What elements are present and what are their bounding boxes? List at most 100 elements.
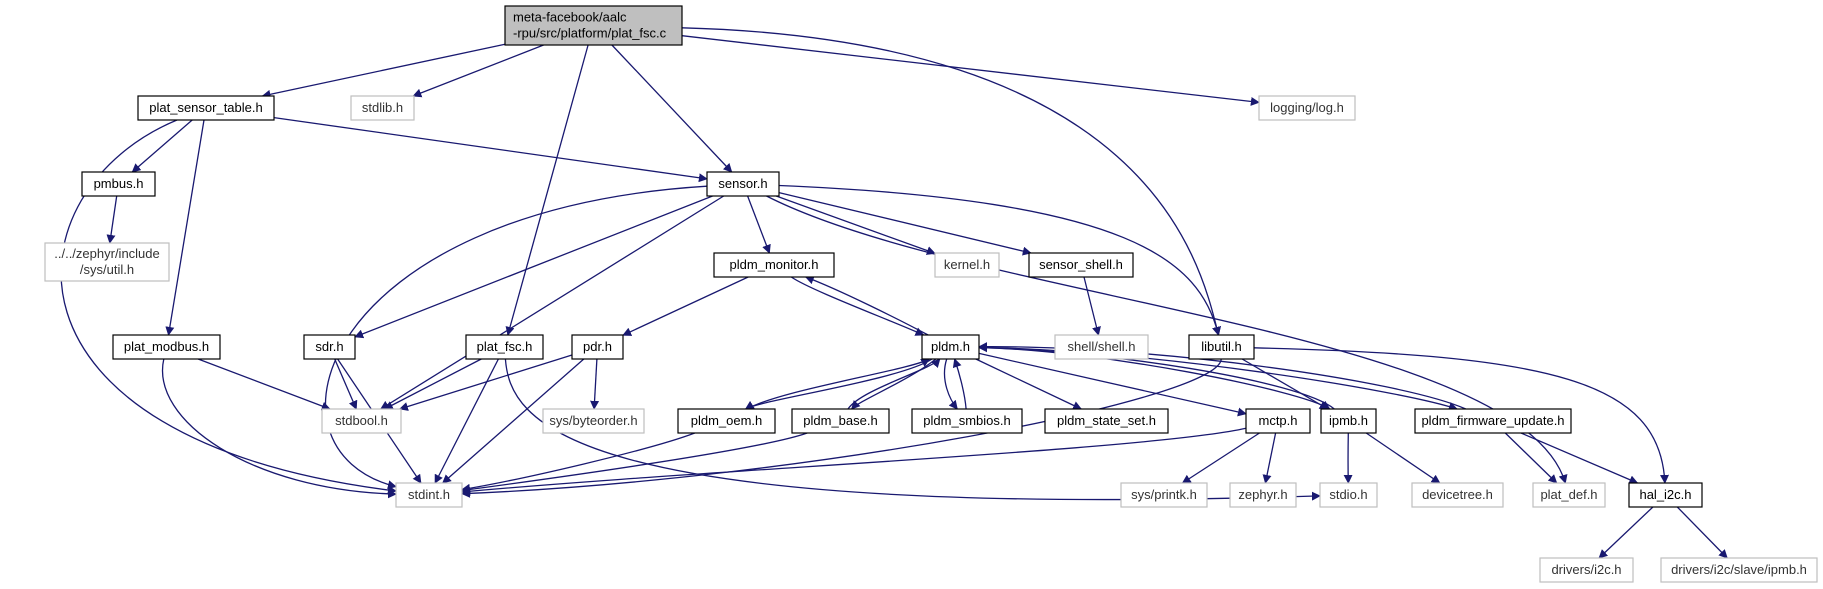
node-label: pldm_firmware_update.h [1421, 413, 1564, 428]
node-sensor[interactable]: sensor.h [706, 171, 780, 197]
edge-ipmb-to-devicetree [1365, 432, 1441, 484]
node-box [44, 242, 170, 282]
edge-pldm-to-pldm-firmware-update [978, 346, 1458, 411]
node-box [1258, 95, 1356, 121]
node-root[interactable]: meta-facebook/aalc-rpu/src/platform/plat… [504, 5, 683, 46]
node-zephyr-util: ../../zephyr/include/sys/util.h [44, 242, 170, 282]
edge-libutil-to-stdint [461, 358, 1222, 498]
edge-pldm-firmware-update-to-pldm [978, 342, 1467, 410]
node-label: meta-facebook/aalc [513, 10, 627, 25]
node-label: ipmb.h [1329, 413, 1368, 428]
node-pldm-monitor[interactable]: pldm_monitor.h [713, 252, 835, 278]
node-pldm-oem[interactable]: pldm_oem.h [677, 408, 776, 434]
node-label: stdbool.h [335, 413, 388, 428]
node-libutil[interactable]: libutil.h [1188, 334, 1255, 360]
edge-root-to-sensor [611, 44, 733, 173]
edge-pldm-monitor-to-pdr [622, 276, 749, 336]
edge-hal-i2c-to-drivers-i2c [1598, 506, 1654, 559]
node-stdlib: stdlib.h [350, 95, 415, 121]
node-plat-modbus[interactable]: plat_modbus.h [112, 334, 221, 360]
node-label: drivers/i2c/slave/ipmb.h [1671, 562, 1807, 577]
edge-pldm-firmware-update-to-plat-def [1504, 432, 1558, 484]
edge-pldm-base-to-pldm [847, 358, 941, 410]
edge-pldm-oem-to-pldm [746, 358, 931, 410]
node-plat-fsc[interactable]: plat_fsc.h [465, 334, 544, 360]
node-label: ../../zephyr/include [54, 246, 160, 261]
node-box [81, 171, 156, 197]
node-label: plat_def.h [1540, 487, 1597, 502]
edge-plat-sensor-table-to-pmbus [131, 119, 193, 173]
edge-plat-fsc-to-stdint [434, 358, 499, 484]
node-label: pldm.h [931, 339, 970, 354]
edge-libutil-to-ipmb [1241, 358, 1329, 410]
edge-sensor-to-libutil [778, 184, 1221, 336]
node-shell-shell: shell/shell.h [1054, 334, 1149, 360]
edge-pldm-to-pldm-smbios [943, 358, 958, 410]
edge-sensor-to-sdr [354, 195, 713, 339]
node-pldm-state-set[interactable]: pldm_state_set.h [1044, 408, 1169, 434]
node-label: pldm_state_set.h [1057, 413, 1156, 428]
edge-pldm-to-pldm-base [850, 358, 937, 410]
node-sdr[interactable]: sdr.h [303, 334, 356, 360]
edge-plat-fsc-to-stdio [504, 358, 1321, 501]
edge-root-to-plat-fsc [505, 44, 589, 336]
node-box [1044, 408, 1169, 434]
node-hal-i2c[interactable]: hal_i2c.h [1628, 482, 1703, 508]
node-box [112, 334, 221, 360]
node-label: sys/printk.h [1131, 487, 1197, 502]
node-label: plat_modbus.h [124, 339, 209, 354]
node-box [791, 408, 890, 434]
node-stdbool: stdbool.h [321, 408, 402, 434]
edge-pldm-to-ipmb [978, 346, 1331, 410]
node-label: pldm_monitor.h [730, 257, 819, 272]
node-mctp[interactable]: mctp.h [1245, 408, 1311, 434]
node-box [504, 5, 683, 46]
node-pldm-firmware-update[interactable]: pldm_firmware_update.h [1414, 408, 1572, 434]
node-label: mctp.h [1258, 413, 1297, 428]
node-pdr[interactable]: pdr.h [571, 334, 624, 360]
node-label: pldm_oem.h [691, 413, 763, 428]
node-plat-sensor-table[interactable]: plat_sensor_table.h [137, 95, 275, 121]
node-label: pldm_smbios.h [923, 413, 1010, 428]
node-pldm-base[interactable]: pldm_base.h [791, 408, 890, 434]
node-pmbus[interactable]: pmbus.h [81, 171, 156, 197]
node-ipmb[interactable]: ipmb.h [1320, 408, 1377, 434]
node-drivers-i2c: drivers/i2c.h [1539, 557, 1634, 583]
node-label: shell/shell.h [1068, 339, 1136, 354]
node-drivers-i2c-slave-ipmb: drivers/i2c/slave/ipmb.h [1660, 557, 1818, 583]
node-box [921, 334, 980, 360]
node-label: pdr.h [583, 339, 612, 354]
node-sensor-shell[interactable]: sensor_shell.h [1028, 252, 1134, 278]
node-box [1120, 482, 1208, 508]
edge-pdr-to-stdbool [398, 354, 573, 411]
node-kernel: kernel.h [934, 252, 1000, 278]
node-stdint: stdint.h [395, 482, 463, 508]
edge-pldm-to-mctp [978, 352, 1247, 417]
edge-root-to-libutil [681, 27, 1221, 336]
node-pldm-smbios[interactable]: pldm_smbios.h [911, 408, 1023, 434]
node-label: pldm_base.h [803, 413, 877, 428]
node-box [1411, 482, 1504, 508]
node-box [303, 334, 356, 360]
node-label: /sys/util.h [80, 262, 134, 277]
edge-hal-i2c-to-drivers-i2c-slave-ipmb [1676, 506, 1728, 559]
node-box [1628, 482, 1703, 508]
node-label: devicetree.h [1422, 487, 1493, 502]
edge-pldm-smbios-to-pldm [952, 358, 967, 410]
node-zephyr: zephyr.h [1229, 482, 1297, 508]
edge-mctp-to-zephyr [1262, 432, 1277, 484]
edge-pldm-to-pldm-monitor [804, 275, 929, 336]
node-label: sensor.h [718, 176, 767, 191]
edge-mctp-to-stdint [461, 427, 1247, 496]
node-box [934, 252, 1000, 278]
edge-root-to-stdlib [412, 44, 544, 98]
node-label: sdr.h [315, 339, 343, 354]
node-label: stdlib.h [362, 100, 403, 115]
edge-pldm-base-to-stdint [461, 432, 808, 494]
node-box [1054, 334, 1149, 360]
edge-pdr-to-stdint [442, 358, 585, 484]
node-pldm[interactable]: pldm.h [921, 334, 980, 360]
node-box [137, 95, 275, 121]
edge-pmbus-to-zephyr-util [106, 195, 118, 244]
node-box [1188, 334, 1255, 360]
